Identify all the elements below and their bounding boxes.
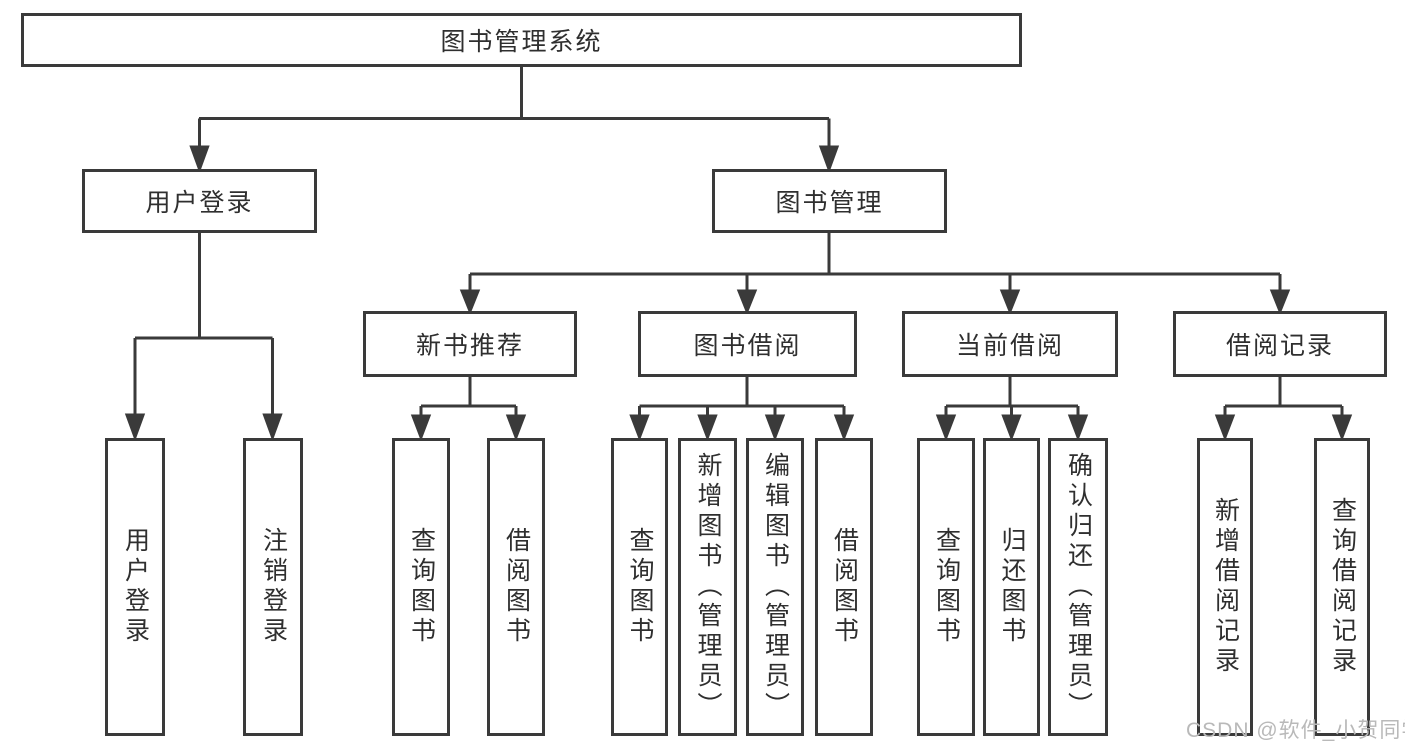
arrowhead [262,413,283,442]
node-book-management: 图书管理 [712,169,947,233]
leaf-current-return: 归还图书 [983,438,1040,736]
arrowhead [410,414,432,442]
leaf-current-confirm-admin: 确认归还（管理员） [1048,438,1108,736]
leaf-borrow-add-admin: 新增图书（管理员） [678,438,737,736]
arrowhead [505,414,527,442]
leaf-label: 查询图书 [932,527,961,647]
arrowhead [629,414,650,442]
leaf-label: 查询图书 [626,527,654,647]
leaf-newbook-query: 查询图书 [392,438,450,736]
arrowhead [1001,414,1022,442]
arrowhead [697,414,718,442]
node-root: 图书管理系统 [21,13,1022,67]
csdn-watermark: CSDN @软件_小贺同学 [1186,719,1405,742]
connector-newbook-to-leaves [410,377,527,442]
leaf-label: 归还图书 [998,527,1026,647]
connector-current-to-leaves [935,377,1089,442]
arrowhead [459,289,481,316]
leaf-label: 借阅图书 [502,527,531,647]
node-new-book-recommend: 新书推荐 [363,311,577,377]
arrowhead [736,289,758,316]
arrowhead [764,414,786,442]
arrowhead [124,413,146,442]
leaf-borrow-borrow: 借阅图书 [815,438,873,736]
leaf-label: 借阅图书 [830,527,859,647]
arrowhead [1269,289,1291,316]
leaf-records-add: 新增借阅记录 [1197,438,1253,736]
arrowhead [1331,414,1353,442]
node-current-borrow: 当前借阅 [902,311,1118,377]
leaf-label: 查询图书 [407,527,436,647]
leaf-current-query: 查询图书 [917,438,975,736]
connector-borrow-to-leaves [629,377,855,442]
arrowhead [935,414,957,442]
arrowhead [1214,414,1236,442]
leaf-newbook-borrow: 借阅图书 [487,438,545,736]
leaf-borrow-edit-admin: 编辑图书（管理员） [746,438,804,736]
leaf-user-login: 用户登录 [105,438,165,736]
leaf-label: 用户登录 [121,527,150,647]
node-user-login: 用户登录 [82,169,317,233]
arrowhead [999,289,1021,316]
connector-manage-to-level3 [459,233,1291,316]
leaf-label: 新增图书（管理员） [694,452,722,722]
leaf-records-query: 查询借阅记录 [1314,438,1370,736]
leaf-logout: 注销登录 [243,438,303,736]
leaf-label: 查询借阅记录 [1328,497,1357,677]
arrowhead [1067,414,1089,442]
node-borrow-records: 借阅记录 [1173,311,1387,377]
leaf-borrow-query: 查询图书 [611,438,668,736]
connector-records-to-leaves [1214,377,1353,442]
leaf-label: 注销登录 [259,527,288,647]
arrowhead [818,145,840,174]
node-book-borrow: 图书借阅 [638,311,857,377]
leaf-label: 确认归还（管理员） [1064,452,1093,722]
arrowhead [189,145,210,174]
connector-login-to-leaves [124,233,283,442]
arrowhead [833,414,855,442]
leaf-label: 编辑图书（管理员） [761,452,790,722]
connector-root-to-level2 [189,66,840,174]
leaf-label: 新增借阅记录 [1211,497,1240,677]
